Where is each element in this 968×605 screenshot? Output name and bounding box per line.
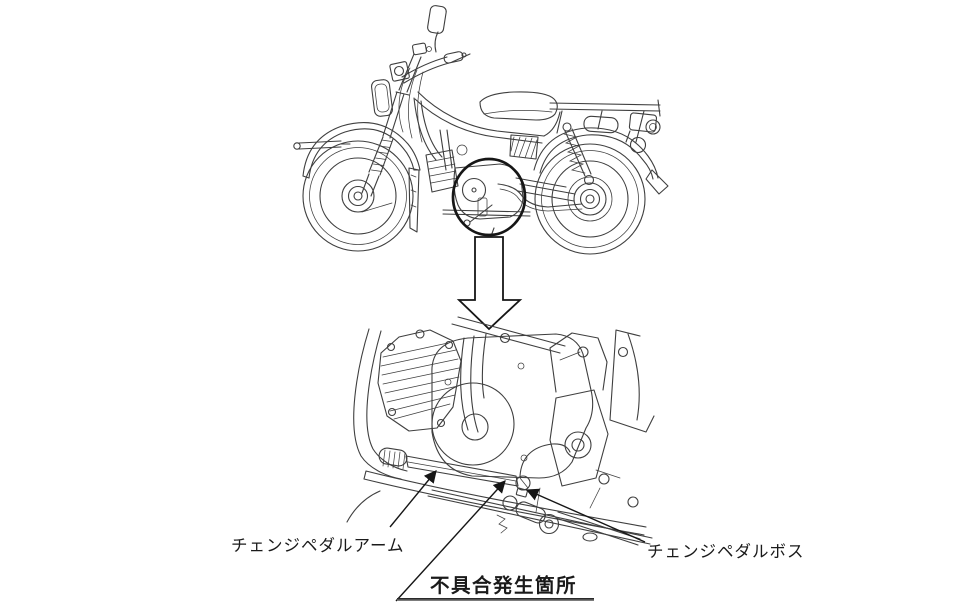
rear-rack [549, 99, 661, 143]
leader-arrow-defect-location [395, 480, 506, 602]
label-defect-location: 不具合発生箇所 [430, 575, 578, 597]
motorcycle-overview-drawing [293, 5, 669, 255]
seat [479, 91, 558, 121]
front-fender [293, 122, 421, 179]
rear-shock [562, 122, 595, 186]
shift-pedal-arm-drawing [378, 447, 519, 487]
rear-fender [533, 127, 669, 195]
cylinder-fins [377, 329, 487, 433]
swingarm [515, 177, 576, 202]
highlight-circle [451, 157, 527, 237]
front-wheel [302, 140, 414, 252]
engine-overview [425, 144, 583, 251]
handlebar [398, 42, 471, 143]
right-background-parts [535, 329, 655, 542]
shift-pedal-boss-drawing [515, 475, 531, 498]
magnified-area-arrow-icon [456, 236, 523, 331]
tail-lamp [625, 112, 661, 154]
label-change-pedal-boss: チェンジペダルボス [647, 542, 805, 561]
label-change-pedal-arm: チェンジペダルアーム [231, 536, 405, 555]
defect-label-underline [397, 598, 594, 601]
frame [413, 91, 561, 171]
rear-wheel [534, 143, 646, 255]
side-cover [509, 134, 539, 160]
engine-detail-drawing [346, 316, 655, 546]
headlight [371, 61, 410, 117]
side-cover-detail [549, 332, 609, 487]
lower-frame-and-linkage [363, 470, 653, 546]
frame-tubes-detail [346, 316, 566, 523]
crankcase [431, 333, 594, 479]
leader-arrow-pedal-arm [389, 470, 437, 528]
leader-arrow-pedal-boss [525, 488, 646, 543]
mirror [427, 5, 447, 53]
